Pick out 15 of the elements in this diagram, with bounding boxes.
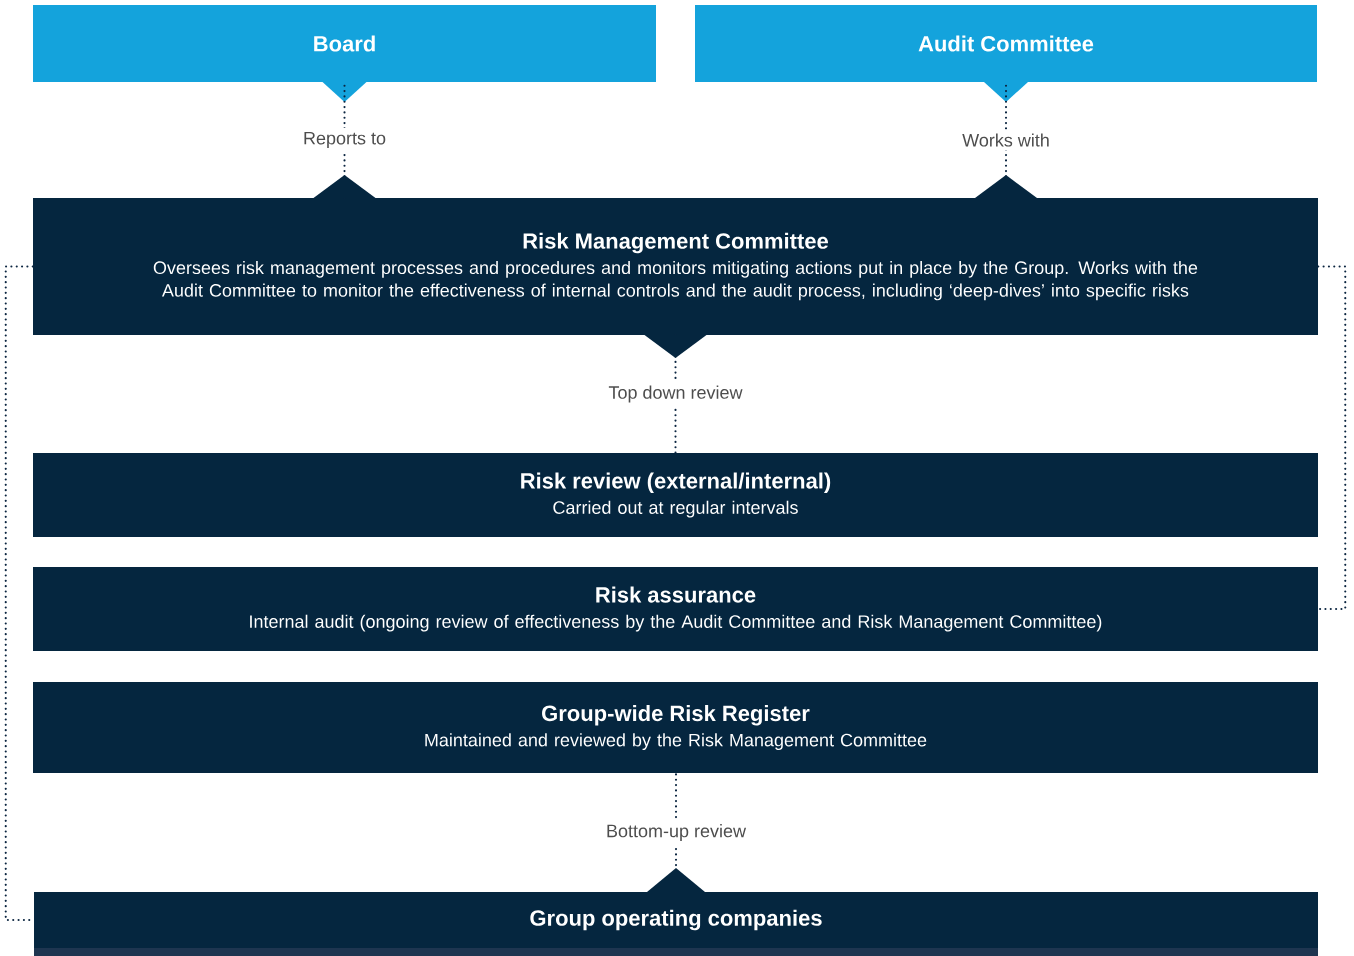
arrow xyxy=(647,772,705,893)
header-box: Audit Committee xyxy=(695,5,1317,102)
process-box: Group operating companies xyxy=(34,892,1318,956)
edge-label: Top down review xyxy=(604,381,747,407)
connector-line xyxy=(4,265,35,922)
header-box: Board xyxy=(33,5,656,102)
connector-line xyxy=(1317,265,1347,611)
arrow xyxy=(644,334,707,454)
process-box: Risk Management Committee Oversees risk management processes and procedures and monitors mitigating actions put in place by the Group. Works with the Audit Committee to monitor the effectiveness of internal controls and the audit process, including ‘deep-dives’ into specific risks xyxy=(33,198,1318,335)
process-box: Group-wide Risk Register Maintained and reviewed by the Risk Management Committee xyxy=(33,682,1318,773)
edge-label: Reports to xyxy=(299,127,391,153)
process-box: Risk review (external/internal) Carried out at regular intervals xyxy=(33,453,1318,537)
edge-label: Works with xyxy=(958,129,1054,151)
process-box: Risk assurance Internal audit (ongoing review of effectiveness by the Audit Committee and Risk Management Committee) xyxy=(33,567,1318,651)
edge-label: Bottom-up review xyxy=(602,820,751,845)
